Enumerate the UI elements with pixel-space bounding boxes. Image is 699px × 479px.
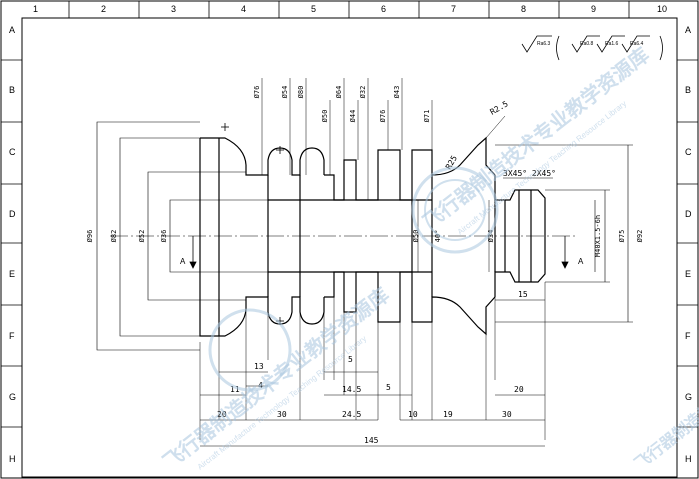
column-label: 7: [451, 4, 456, 14]
r-leader: [485, 115, 506, 139]
dim-d44: Ø44: [349, 110, 357, 123]
column-header: [68, 1, 630, 18]
dim-d43: Ø43: [393, 86, 401, 99]
dim-d32: Ø32: [359, 86, 367, 99]
angle-40: 40°: [434, 230, 442, 243]
watermark-text: 飞行器制造技术专业教学资源库: [418, 43, 653, 234]
watermark-text: 飞行器制造技术专业教学资源库: [158, 283, 393, 474]
column-label: 1: [33, 4, 38, 14]
dim-30a: 30: [277, 410, 287, 419]
row-label: G: [9, 392, 16, 402]
column-label: 5: [311, 4, 316, 14]
dim-inner-d34: Ø34: [487, 230, 495, 243]
row-label: D: [685, 209, 692, 219]
row-label: B: [685, 85, 691, 95]
dim-d54: Ø54: [281, 86, 289, 99]
dim-d75: Ø75: [618, 230, 626, 243]
length-dimension-lines: [199, 282, 546, 447]
dim-d82: Ø82: [110, 230, 118, 243]
watermark: 飞行器制造技术专业教学资源库 飞行器制造技术专业教学资源库 飞行器制造技术专业教…: [158, 43, 699, 474]
row-label: F: [685, 331, 691, 341]
column-label: 2: [101, 4, 106, 14]
column-label: 9: [591, 4, 596, 14]
dim-24-5: 24.5: [342, 410, 361, 419]
shaft-part: [199, 136, 546, 337]
dim-inner-d50: Ø50: [412, 230, 420, 243]
roughness-main: Ra6.3: [537, 41, 551, 47]
row-header: [1, 59, 698, 428]
row-label: G: [685, 392, 692, 402]
column-label: 10: [657, 4, 667, 14]
roughness-block: [521, 35, 663, 61]
dim-d76: Ø76: [253, 86, 261, 99]
row-label: C: [9, 147, 16, 157]
right-dimensions: [495, 144, 633, 323]
dim-d36: Ø36: [160, 230, 168, 243]
dim-d64: Ø64: [335, 86, 343, 99]
section-markers: [189, 236, 569, 269]
chamfer-callout: 3X45° 2X45°: [503, 169, 556, 178]
roughness-value: Ra6.4: [630, 41, 644, 47]
dim-d80: Ø80: [297, 86, 305, 99]
roughness-value: Ra1.6: [605, 41, 619, 47]
dim-d52: Ø52: [138, 230, 146, 243]
center-marks: [221, 123, 284, 325]
dim-5a: 5: [348, 355, 353, 364]
column-label: 8: [521, 4, 526, 14]
row-label: H: [9, 454, 16, 464]
dim-13: 13: [254, 362, 264, 371]
column-label: 4: [241, 4, 246, 14]
column-label: 3: [171, 4, 176, 14]
row-label: E: [685, 269, 691, 279]
row-label: A: [9, 25, 15, 35]
left-dimensions: [96, 121, 268, 351]
dim-d96: Ø96: [86, 230, 94, 243]
dim-d50: Ø50: [321, 110, 329, 123]
row-label: A: [685, 25, 691, 35]
dim-20a: 20: [217, 410, 227, 419]
dim-15: 15: [518, 290, 528, 299]
row-label: D: [9, 209, 16, 219]
dim-d76b: Ø76: [379, 110, 387, 123]
dim-11: 11: [230, 385, 240, 394]
column-label: 6: [381, 4, 386, 14]
roughness-value: Ra0.8: [580, 41, 594, 47]
section-label-right: A: [578, 257, 584, 266]
dim-d92: Ø92: [636, 230, 644, 243]
inner-border: [21, 17, 678, 478]
dim-d71: Ø71: [423, 110, 431, 123]
dim-4: 4: [258, 381, 263, 390]
section-label-left: A: [180, 257, 186, 266]
dim-20b: 20: [514, 385, 524, 394]
dim-total-145: 145: [364, 436, 379, 445]
row-label: C: [685, 147, 692, 157]
watermark-text-en: Aircraft Manufacture Technology Teaching…: [196, 334, 368, 472]
row-label: B: [9, 85, 15, 95]
row-label: E: [9, 269, 15, 279]
dim-5b: 5: [386, 383, 391, 392]
row-label: F: [9, 331, 15, 341]
top-dimension-leaders: [261, 78, 433, 200]
dim-10: 10: [408, 410, 418, 419]
thread-callout: M40X1.5-6h: [594, 215, 602, 257]
dim-14-5: 14.5: [342, 385, 361, 394]
radius-r2-5: R2.5: [489, 99, 510, 117]
dim-30b: 30: [502, 410, 512, 419]
row-label: H: [685, 454, 692, 464]
dim-19: 19: [443, 410, 453, 419]
